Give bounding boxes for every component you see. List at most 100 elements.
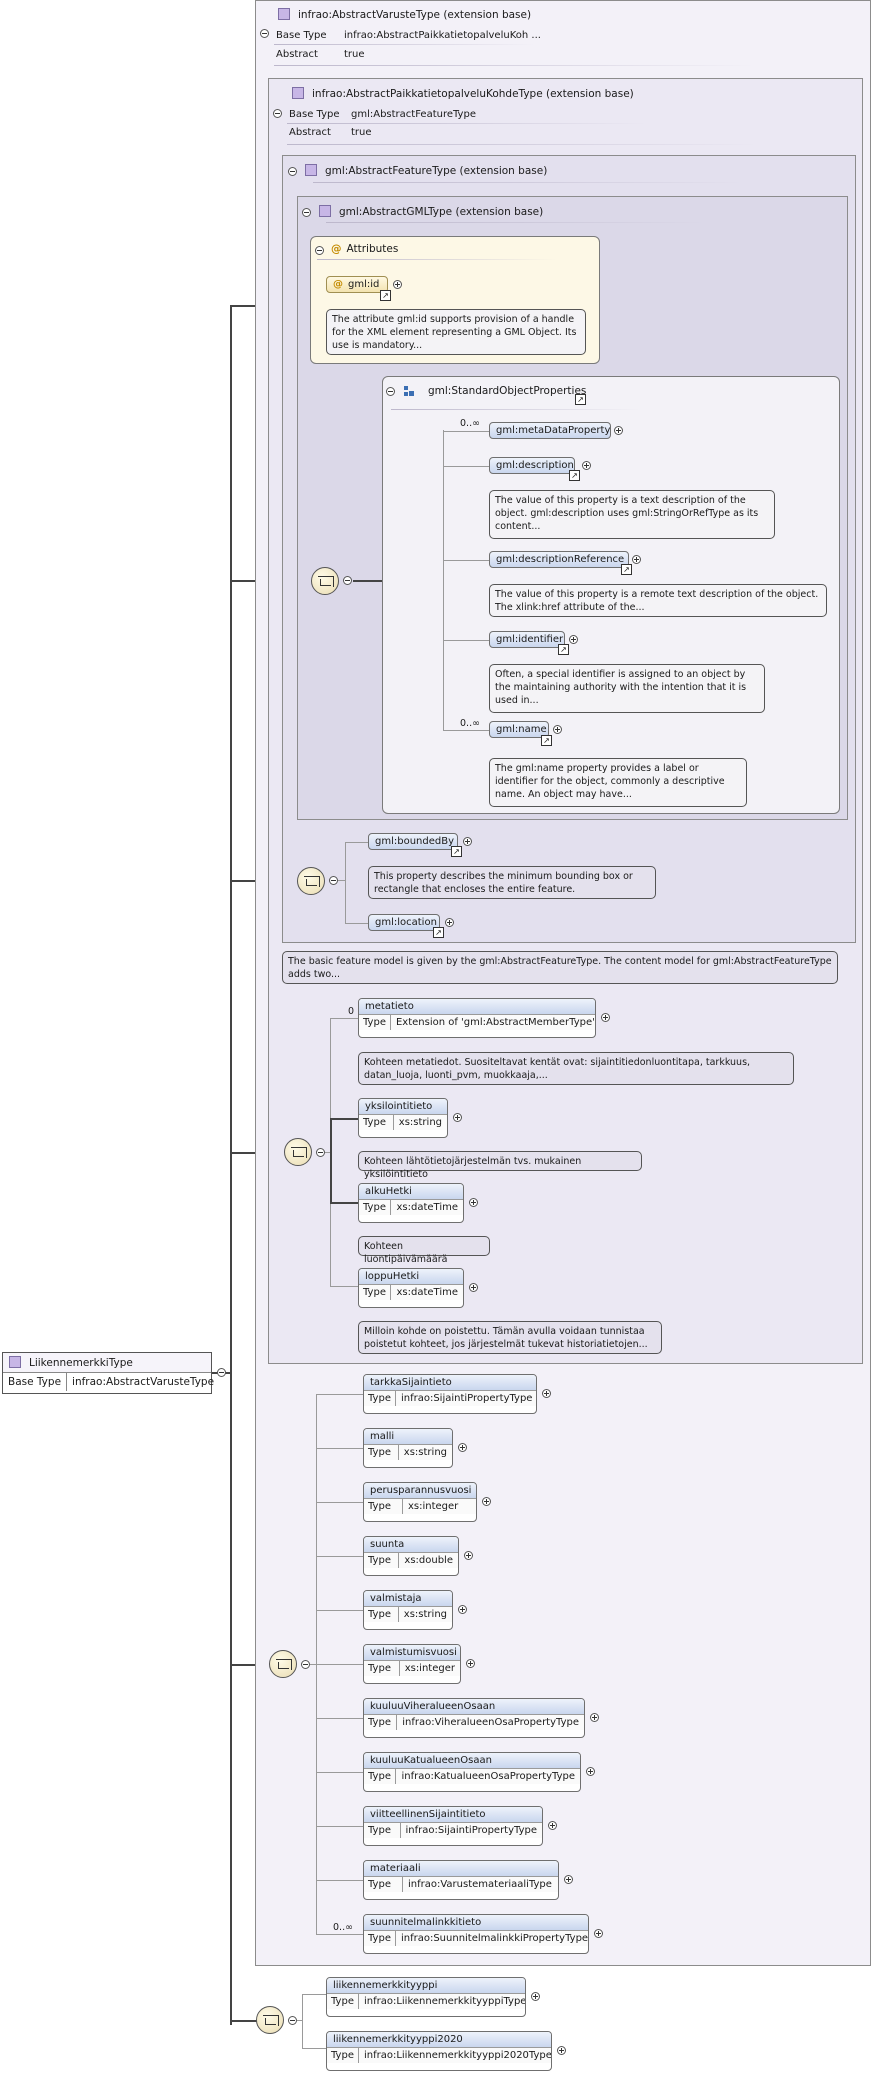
element-metadataproperty[interactable]: gml:metaDataProperty	[489, 422, 611, 439]
expand-button[interactable]	[594, 1929, 603, 1938]
goto-arrow-icon[interactable]: ↗	[433, 927, 444, 938]
expand-button[interactable]	[531, 1992, 540, 2001]
expand-button[interactable]	[469, 1283, 478, 1292]
attributes-box: @Attributes @gml:id ↗ The attribute gml:…	[310, 236, 600, 364]
root-collapse-button[interactable]	[217, 1368, 226, 1377]
expand-button[interactable]	[601, 1013, 610, 1022]
element-name[interactable]: gml:name	[489, 721, 549, 738]
annotation-note: The value of this property is a text des…	[489, 490, 775, 539]
attributes-collapse-button[interactable]	[315, 246, 324, 255]
gml-id-attribute[interactable]: @gml:id	[326, 276, 388, 293]
element-description[interactable]: gml:description	[489, 457, 575, 474]
cardinality-label: 0..∞	[460, 418, 480, 429]
cardinality-label: 0	[348, 1006, 355, 1017]
expand-button[interactable]	[569, 635, 578, 644]
goto-arrow-icon[interactable]: ↗	[569, 470, 580, 481]
sequence-collapse-button[interactable]	[329, 876, 338, 885]
expand-button[interactable]	[469, 1198, 478, 1207]
expand-button[interactable]	[553, 725, 562, 734]
expand-button[interactable]	[482, 1497, 491, 1506]
expand-button[interactable]	[458, 1605, 467, 1614]
sequence-collapse-button[interactable]	[316, 1148, 325, 1157]
sequence-collapse-button[interactable]	[343, 576, 352, 585]
goto-arrow-icon[interactable]: ↗	[575, 394, 586, 405]
goto-arrow-icon[interactable]: ↗	[380, 290, 391, 301]
expand-button[interactable]	[582, 461, 591, 470]
connector-line	[230, 2020, 258, 2022]
extension-collapse-button[interactable]	[302, 208, 311, 217]
class-icon	[278, 8, 290, 20]
annotation-note: The value of this property is a remote t…	[489, 584, 827, 617]
extension-collapse-button[interactable]	[288, 167, 297, 176]
expand-button[interactable]	[586, 1767, 595, 1776]
expand-button[interactable]	[458, 1443, 467, 1452]
expand-button[interactable]	[393, 280, 402, 289]
expand-button[interactable]	[632, 555, 641, 564]
expand-button[interactable]	[614, 426, 623, 435]
annotation-note: This property describes the minimum boun…	[368, 866, 656, 899]
expand-button[interactable]	[542, 1389, 551, 1398]
expand-button[interactable]	[564, 1875, 573, 1884]
sequence-collapse-button[interactable]	[288, 2016, 297, 2025]
sequence-icon[interactable]	[297, 867, 325, 895]
goto-arrow-icon[interactable]: ↗	[621, 564, 632, 575]
annotation-note: The attribute gml:id supports provision …	[326, 309, 586, 355]
attributes-title: @Attributes	[331, 243, 399, 255]
annotation-note: Milloin kohde on poistettu. Tämän avulla…	[358, 1321, 662, 1354]
expand-button[interactable]	[466, 1659, 475, 1668]
cardinality-label: 0..∞	[460, 718, 480, 729]
expand-button[interactable]	[453, 1113, 462, 1122]
cardinality-label: 0..∞	[333, 1922, 353, 1933]
expand-button[interactable]	[464, 1551, 473, 1560]
expand-button[interactable]	[463, 837, 472, 846]
annotation-note: Kohteen metatiedot. Suositeltavat kentät…	[358, 1052, 794, 1085]
goto-arrow-icon[interactable]: ↗	[451, 846, 462, 857]
group-icon	[404, 386, 415, 397]
attribute-icon: @	[333, 279, 343, 290]
feature-annotation-note: The basic feature model is given by the …	[282, 951, 838, 984]
expand-button[interactable]	[590, 1713, 599, 1722]
goto-arrow-icon[interactable]: ↗	[541, 735, 552, 746]
expand-button[interactable]	[445, 918, 454, 927]
annotation-note: Often, a special identifier is assigned …	[489, 664, 765, 713]
sequence-icon[interactable]	[284, 1138, 312, 1166]
goto-arrow-icon[interactable]: ↗	[558, 644, 569, 655]
sequence-icon[interactable]	[269, 1650, 297, 1678]
expand-button[interactable]	[548, 1821, 557, 1830]
element-descriptionreference[interactable]: gml:descriptionReference	[489, 551, 629, 568]
root-type-name: LiikennemerkkiType	[29, 1357, 133, 1369]
element-location[interactable]: gml:location	[368, 914, 440, 931]
group-collapse-button[interactable]	[386, 387, 395, 396]
element-boundedby[interactable]: gml:boundedBy	[368, 833, 458, 850]
expand-button[interactable]	[557, 2046, 566, 2055]
root-base-value: infrao:AbstractVarusteType	[72, 1376, 215, 1388]
element-identifier[interactable]: gml:identifier	[489, 631, 565, 648]
sequence-collapse-button[interactable]	[301, 1660, 310, 1669]
extension-collapse-button[interactable]	[273, 109, 282, 118]
extension-collapse-button[interactable]	[260, 29, 269, 38]
sequence-icon[interactable]	[256, 2006, 284, 2034]
sequence-icon[interactable]	[311, 567, 339, 595]
annotation-note: Kohteen luontipäivämäärä	[358, 1236, 490, 1265]
